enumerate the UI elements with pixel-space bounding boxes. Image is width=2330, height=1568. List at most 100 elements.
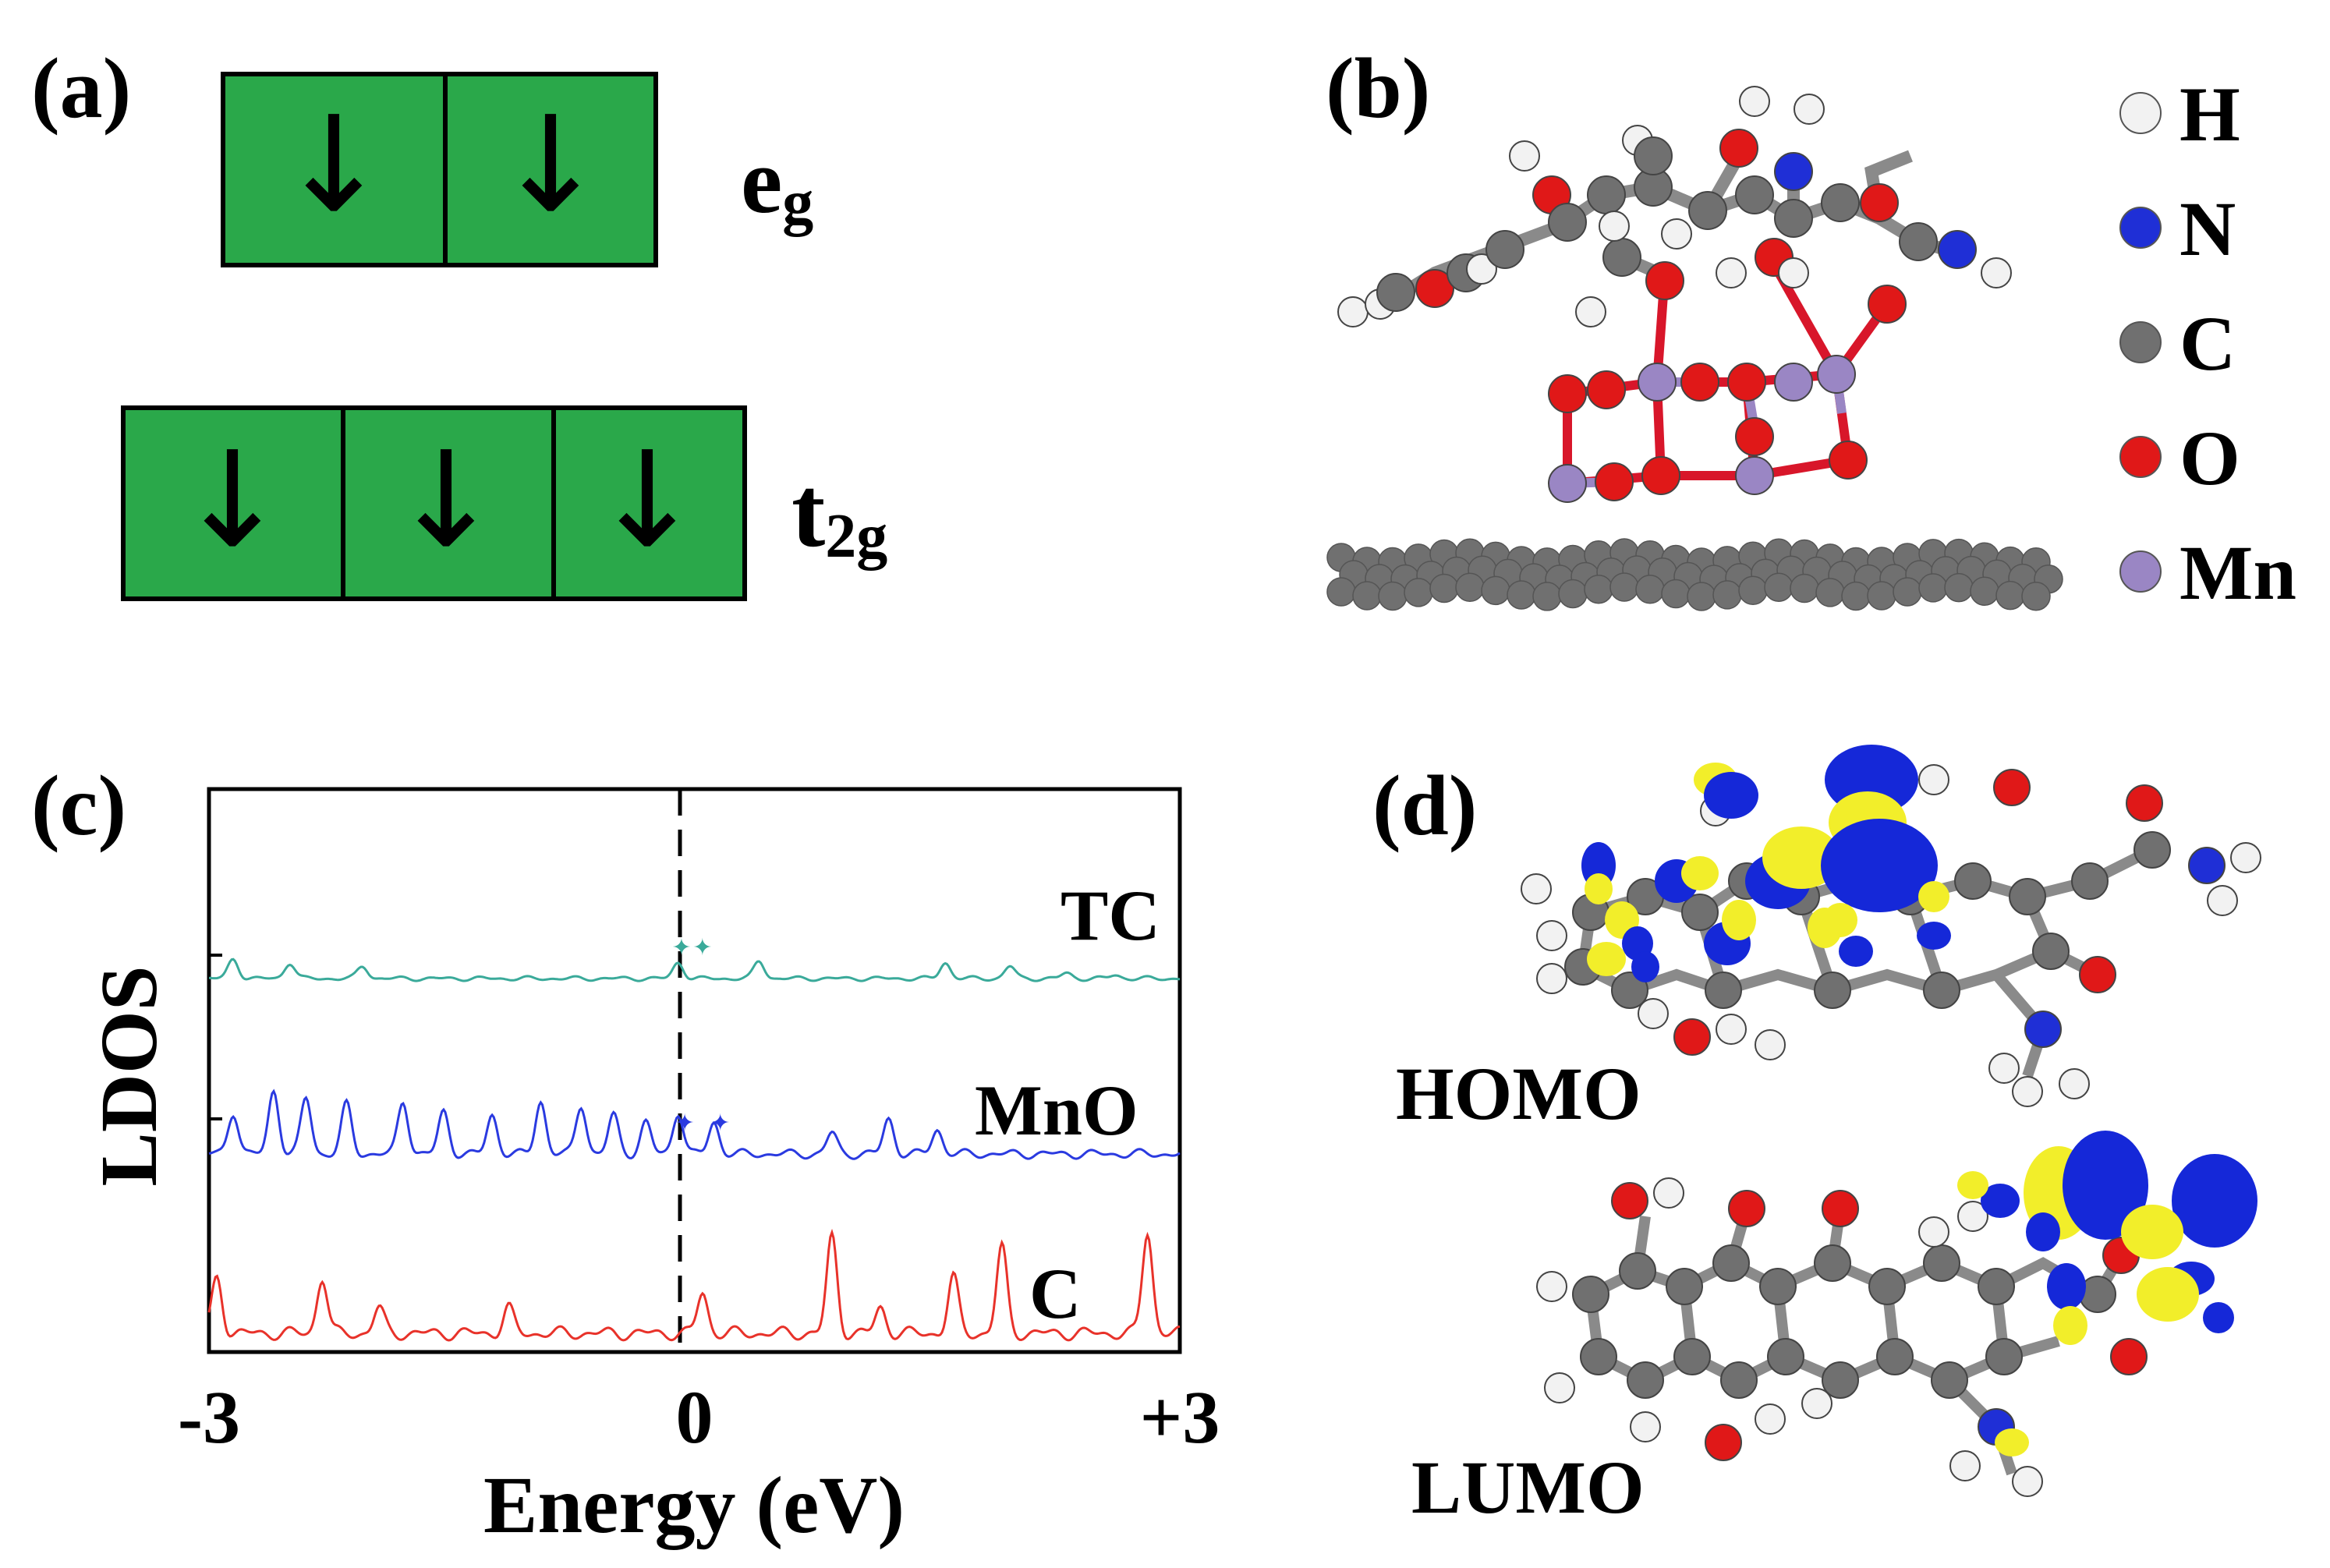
orbital-lobe-positive <box>1585 873 1613 904</box>
graphene-atom <box>2021 581 2051 611</box>
orbital-lobe-positive <box>1918 881 1949 912</box>
atom-o <box>1727 363 1766 402</box>
atom-o <box>1548 374 1587 413</box>
orbital-lobe-negative <box>2172 1154 2257 1248</box>
atom-mn <box>1548 464 1587 503</box>
atom-c <box>1985 1338 2023 1375</box>
graphene-atom <box>1481 575 1510 606</box>
atom-c <box>1774 199 1813 238</box>
ldos-marker-tc: ✦ <box>692 934 712 961</box>
eg-boxes: ↓ ↓ <box>221 72 658 267</box>
t2g-arrow-3: ↓ <box>592 423 703 578</box>
homo-structure <box>1521 745 2261 1107</box>
atom-n <box>2024 1011 2062 1048</box>
legend-label-n: N <box>2180 186 2236 272</box>
plot-frame <box>207 787 1182 1354</box>
t2g-box-3 <box>551 405 747 601</box>
orbital-lobe-negative <box>1631 951 1659 982</box>
atom-h <box>2012 1076 2043 1107</box>
atom-c <box>2071 862 2109 900</box>
mno-cluster-mn-bonds <box>1567 373 1847 488</box>
atom-c <box>1681 894 1719 931</box>
graphene-atom <box>1378 581 1408 611</box>
orbital-lobe-positive <box>1957 1171 1988 1199</box>
lumo-orbital-lobes <box>1957 1131 2257 1457</box>
orbital-lobe-negative <box>1981 1184 2020 1218</box>
atom-o <box>1993 769 2031 806</box>
graphene-atom <box>1790 573 1819 603</box>
graphene-atom <box>1918 573 1948 603</box>
atom-h <box>1957 1201 1988 1232</box>
y-axis-title: LDOS <box>84 965 174 1186</box>
atom-h <box>1536 1271 1567 1302</box>
atom-c <box>1821 183 1860 222</box>
atom-mn <box>1638 363 1677 402</box>
atom-c <box>1587 175 1626 214</box>
graphene-atom <box>1429 573 1459 603</box>
x-axis-title: Energy (eV) <box>483 1460 905 1550</box>
homo-label: HOMO <box>1396 1052 1641 1135</box>
t2g-arrow-2: ↓ <box>391 423 501 578</box>
orbital-lobe-negative <box>2047 1263 2086 1310</box>
atom-o <box>2126 784 2163 822</box>
eg-arrow-1: ↓ <box>278 88 389 242</box>
atom-c <box>1712 1244 1750 1282</box>
atom-h <box>1337 296 1369 327</box>
atom-c <box>1602 238 1641 277</box>
ldos-line-c <box>207 1228 1181 1342</box>
orbital-lobe-negative <box>1917 922 1951 950</box>
atom-h <box>1755 1029 1786 1060</box>
atom-h <box>1630 1411 1661 1442</box>
atom-c <box>2032 933 2070 970</box>
atom-h <box>1988 1053 2020 1084</box>
t2g-box-1 <box>121 405 345 601</box>
orbital-lobe-positive <box>2053 1306 2087 1345</box>
atom-c <box>1720 1361 1758 1399</box>
orbital-lobe-negative <box>1839 936 1873 967</box>
atom-h <box>1653 1177 1684 1209</box>
graphene-atom <box>1661 579 1691 609</box>
atom-c <box>2133 831 2171 869</box>
graphene-atom <box>1609 572 1639 602</box>
atom-c <box>1899 222 1938 261</box>
atom-mn <box>1817 355 1856 394</box>
atom-c <box>1759 1268 1797 1305</box>
atom-c <box>1954 862 1992 900</box>
panel-b-label: (b) <box>1326 41 1430 136</box>
atom-h <box>1638 998 1669 1029</box>
atom-h <box>2012 1466 2043 1497</box>
eg-label-main: e <box>741 129 782 232</box>
orbital-lobe-negative <box>1704 772 1758 819</box>
x-tick-label: 0 <box>676 1375 714 1459</box>
graphene-atom <box>1326 577 1356 607</box>
graphene-atom <box>1352 581 1382 611</box>
atom-c <box>1814 1244 1851 1282</box>
atom-c <box>1627 1361 1664 1399</box>
ldos-line-mno <box>208 1088 1181 1160</box>
ldos-marker-tc: ✦ <box>671 934 691 961</box>
atom-h <box>1918 764 1949 795</box>
atom-c <box>1923 1244 1960 1282</box>
atom-h <box>1716 1014 1747 1045</box>
series-label-tc: TC <box>1061 876 1160 955</box>
panel-d: (d) HOMO LUMO <box>1372 745 2261 1529</box>
ldos-lines: ✦✦✦✦ <box>207 934 1181 1342</box>
graphene-atom <box>1893 577 1922 607</box>
graphene-atom <box>1532 582 1562 611</box>
atom-h <box>2230 842 2261 873</box>
atom-h <box>1981 257 2012 288</box>
homo-orbital-lobes <box>1581 745 1951 982</box>
atom-c <box>1876 1338 1914 1375</box>
lumo-label: LUMO <box>1411 1446 1645 1529</box>
graphene-atom <box>1867 581 1896 611</box>
atom-c <box>1705 972 1742 1009</box>
atom-c <box>1688 191 1727 230</box>
panel-a: (a) ↓ ↓ eg ↓ ↓ ↓ t2g <box>31 41 887 601</box>
atom-h <box>1521 873 1552 904</box>
atom-h <box>1794 94 1825 125</box>
atom-o <box>1719 129 1758 168</box>
atom-o <box>1415 269 1454 308</box>
